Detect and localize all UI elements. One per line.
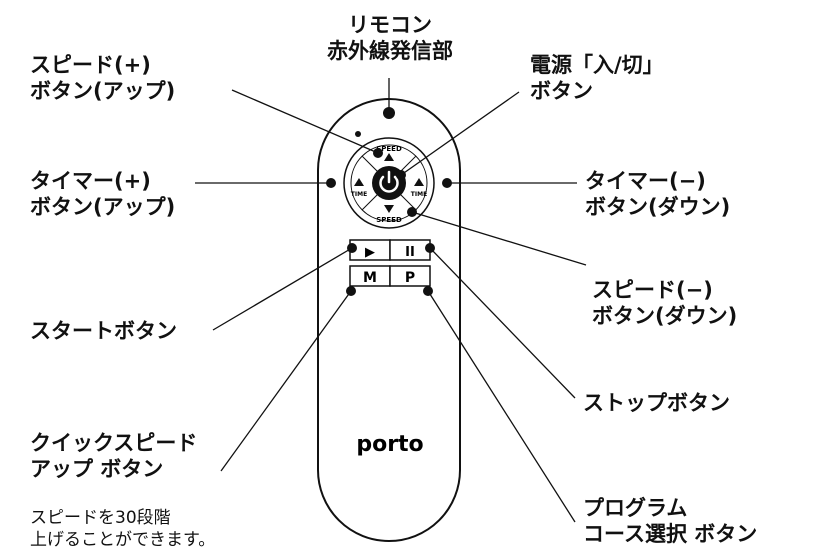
quick-leader — [220, 290, 352, 472]
pause-icon: II — [405, 245, 415, 260]
stop-label: ストップボタン — [583, 391, 730, 415]
start-leader — [212, 247, 353, 331]
quick-speed-up-label: クイックスピード アップ ボタン — [30, 431, 198, 481]
p-key-label: P — [405, 270, 415, 286]
power-icon — [379, 170, 399, 193]
speed-top-text: SPEED — [376, 145, 402, 153]
program-leader — [427, 290, 576, 523]
speed-down-leader — [411, 211, 587, 266]
power-label: 電源「入/切」 ボタン — [530, 53, 664, 103]
program-label: プログラム コース選択 ボタン — [583, 496, 758, 546]
speed-down-arrow-icon[interactable] — [384, 205, 394, 213]
speed-down-label: スピード(−) ボタン(ダウン) — [592, 278, 738, 328]
timer-down-arrow-icon[interactable] — [354, 178, 364, 186]
timer-up-arrow-icon[interactable] — [414, 178, 424, 186]
quick-speed-up-note: スピードを30段階 上げることができます。 — [30, 508, 216, 550]
time-right-text: TIME — [411, 191, 427, 198]
timer-up-label: タイマー(+) ボタン(アップ) — [30, 169, 176, 219]
speed-up-label: スピード(+) ボタン(アップ) — [30, 53, 176, 103]
speed-up-arrow-icon[interactable] — [384, 153, 394, 161]
speed-up-leader — [231, 89, 379, 154]
power-leader — [400, 91, 520, 176]
timer-down-label: タイマー(−) ボタン(ダウン) — [585, 169, 731, 219]
speed-bottom-text: SPEED — [376, 216, 402, 224]
stop-leader — [429, 247, 576, 399]
ir-emitter-dot — [355, 131, 361, 137]
time-left-text: TIME — [351, 191, 367, 198]
start-label: スタートボタン — [30, 319, 177, 343]
m-key-label: M — [363, 270, 377, 286]
ir-emitter-label: リモコン 赤外線発信部 — [327, 13, 453, 63]
play-icon: ▶ — [365, 245, 375, 260]
program-button[interactable] — [389, 265, 431, 287]
brand-logo: porto — [356, 432, 423, 457]
